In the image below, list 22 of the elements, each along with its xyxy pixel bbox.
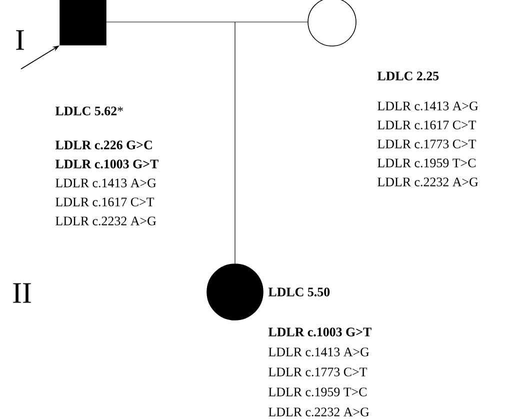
- genotype-label: LDLR c.1773 C>T: [268, 368, 368, 376]
- generation-label: II: [13, 283, 31, 303]
- genotype-label: LDLR c.226 G>C: [55, 140, 152, 150]
- genotype-label: LDLC 5.62*: [55, 106, 123, 116]
- genotype-label: LDLR c.1617 C>T: [378, 120, 476, 130]
- genotype-label: LDLR c.1773 C>T: [378, 140, 476, 148]
- pedigree-line: [106, 22, 308, 264]
- affected-female-circle: [206, 264, 264, 320]
- generation-label: I: [16, 30, 24, 50]
- genotype-label: LDLR c.1959 T>C: [268, 388, 367, 396]
- genotype-label: LDLR c.1413 A>G: [268, 348, 369, 356]
- genotype-label: LDLR c.1959 T>C: [378, 158, 476, 168]
- genotype-label: LDLR c.1003 G>T: [55, 160, 158, 168]
- genotype-label: LDLR c.2232 A>G: [378, 178, 478, 186]
- genotype-label: LDLR c.2232 A>G: [268, 408, 369, 416]
- genotype-label: LDLR c.2232 A>G: [56, 216, 156, 226]
- genotype-label: LDLR c.1413 A>G: [56, 178, 156, 188]
- genotype-label: LDLR c.1003 G>T: [268, 328, 372, 336]
- genotype-label: LDLC 2.25: [377, 72, 439, 80]
- genotype-label: LDLC 5.50: [268, 288, 330, 296]
- genotype-label: LDLR c.1617 C>T: [56, 198, 154, 206]
- genotype-label: LDLR c.1413 A>G: [378, 102, 478, 110]
